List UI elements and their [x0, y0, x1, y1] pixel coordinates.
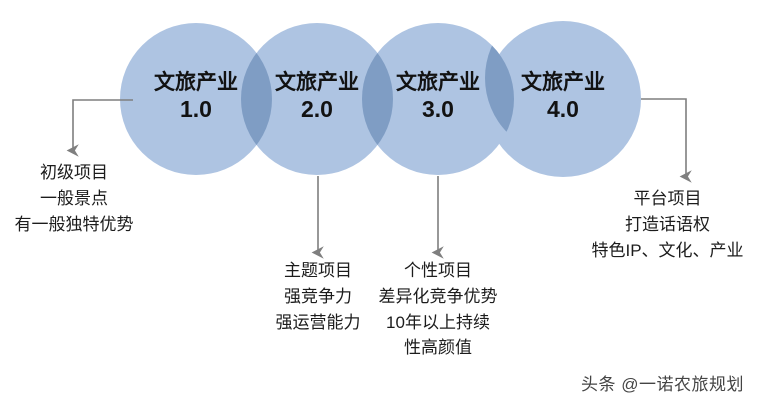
venn-circle-stage-3: [362, 23, 514, 175]
callout-stage-1: 初级项目 一般景点 有一般独特优势: [0, 160, 148, 237]
callout-stage-2-line-1: 主题项目: [284, 261, 352, 280]
venn-circle-stage-2: [241, 23, 393, 175]
callout-stage-3-line-3: 10年以上持续: [386, 312, 490, 332]
callout-stage-3-line-1: 个性项目: [404, 261, 472, 280]
venn-circles-base: [120, 21, 641, 177]
connector-stage-1: [66, 99, 133, 157]
callout-stage-2: 主题项目 强竞争力 强运营能力: [248, 258, 388, 335]
callout-stage-4-line-1: 平台项目: [633, 189, 702, 208]
callout-stage-4-line-3: 特色IP、文化、产业: [591, 240, 744, 260]
connector-lines: [66, 98, 692, 259]
callout-stage-3: 个性项目 差异化竞争优势 10年以上持续 性高颜值: [367, 258, 509, 361]
callout-stage-4: 平台项目 打造话语权 特色IP、文化、产业: [575, 186, 760, 263]
callout-stage-1-line-1: 初级项目: [40, 163, 108, 182]
watermark-text: 头条 @一诺农旅规划: [581, 375, 744, 394]
connector-stage-4: [641, 98, 692, 183]
callout-stage-4-line-2: 打造话语权: [625, 214, 710, 234]
callout-stage-2-line-3: 强运营能力: [275, 312, 361, 332]
callout-stage-3-line-4: 性高颜值: [404, 338, 472, 358]
callout-stage-1-line-2: 一般景点: [40, 188, 108, 208]
venn-circle-stage-1: [120, 23, 272, 175]
venn-circle-stage-4: [485, 21, 641, 177]
callout-stage-2-line-2: 强竞争力: [284, 286, 352, 306]
callout-stage-3-line-2: 差异化竞争优势: [378, 286, 498, 306]
callout-stage-1-line-3: 有一般独特优势: [14, 214, 134, 234]
